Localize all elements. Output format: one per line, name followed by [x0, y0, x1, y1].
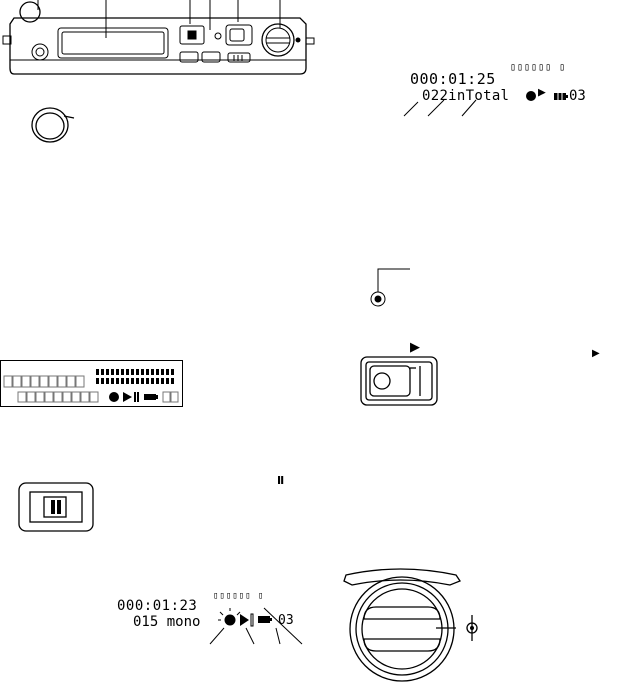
lcd-time-bottom: 000:01:23 — [117, 598, 198, 614]
strap-ring-icon — [31, 107, 75, 143]
level-meter-display — [0, 360, 183, 407]
play-icon: ▶ — [410, 340, 420, 355]
play-icon: ▶ — [592, 348, 600, 359]
battery-icon — [554, 93, 568, 100]
lcd-segments-bottom: ▯▯▯▯▯▯ ▯ — [213, 591, 265, 601]
record-level-dial[interactable] — [340, 563, 490, 684]
lcd-segments: ▯▯▯▯▯▯ ▯ — [510, 62, 567, 73]
recorder-device-illustration — [2, 0, 315, 75]
lcd-callout-lines — [403, 99, 477, 117]
blinking-record-indicator — [209, 607, 303, 645]
lcd-track-number-bottom: 03 — [278, 613, 294, 628]
play-icon: ▶ — [538, 85, 546, 100]
rec-play-slide-switch[interactable] — [360, 356, 440, 408]
jack-icon — [370, 268, 410, 307]
pause-button-icon[interactable] — [18, 482, 96, 534]
pause-glyph: II — [277, 474, 284, 487]
lcd-time: 000:01:25 — [410, 70, 496, 88]
record-indicator — [526, 91, 536, 101]
lcd-track-number: 03 — [569, 88, 586, 104]
lcd-info-bottom: 015 mono — [133, 614, 201, 630]
